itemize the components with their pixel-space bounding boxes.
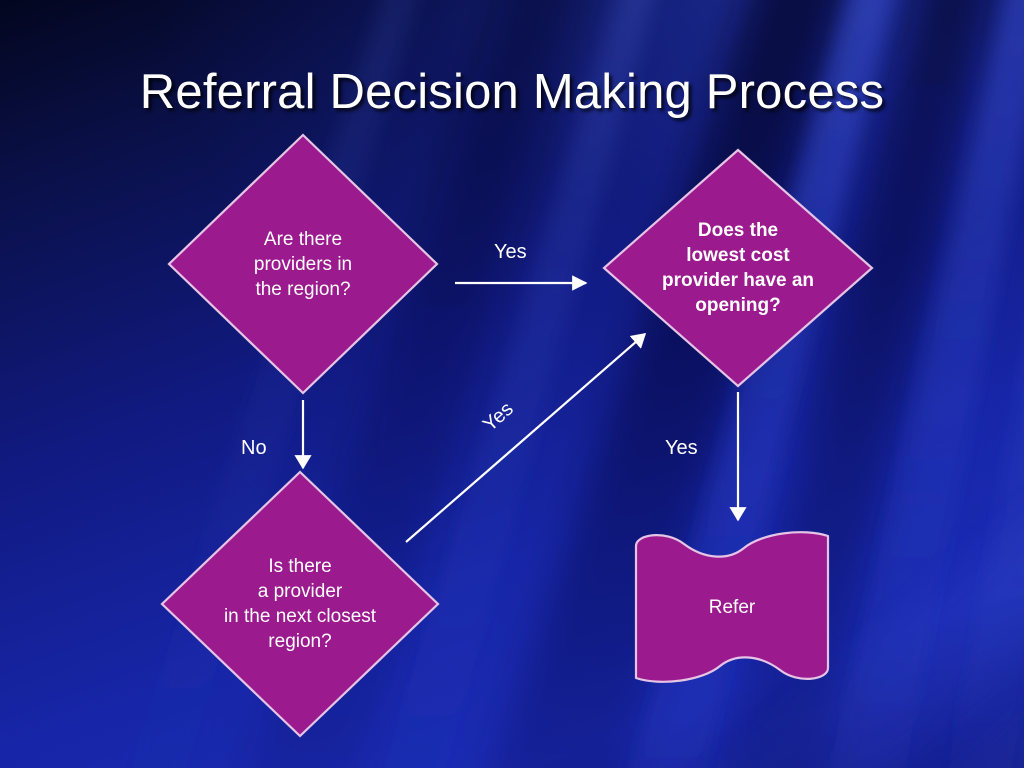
edge-label-yes-to-refer: Yes: [665, 437, 698, 459]
decision-lowest-cost-opening[interactable]: Does the lowest cost provider have an op…: [602, 148, 874, 388]
decision-providers-in-region[interactable]: Are there providers in the region?: [167, 133, 439, 395]
decision-next-closest-region[interactable]: Is there a provider in the next closest …: [160, 470, 440, 738]
edge-label-yes-diagonal: Yes: [478, 397, 518, 437]
edge-label-no: No: [241, 437, 267, 459]
slide-title: Referral Decision Making Process: [139, 65, 885, 119]
edge-label-yes-horizontal: Yes: [494, 241, 527, 263]
outcome-refer[interactable]: Refer: [632, 528, 832, 686]
